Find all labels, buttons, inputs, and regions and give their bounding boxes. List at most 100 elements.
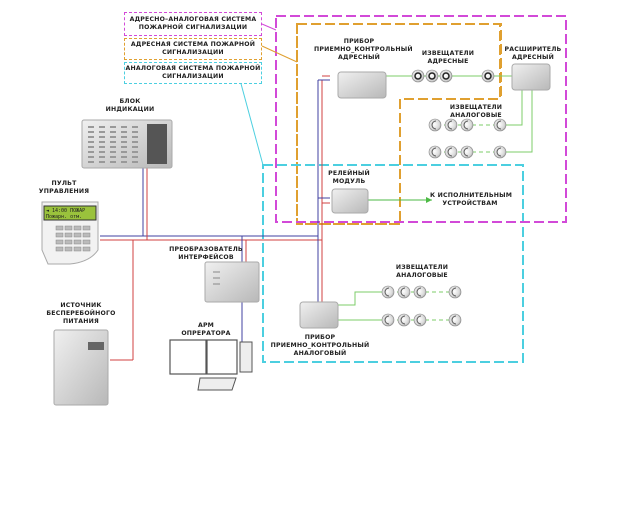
label-line: АНАЛОГОВЫЕ xyxy=(450,112,502,119)
analog-detector-icon xyxy=(448,285,462,299)
control-panel-device: ◄ 14:00 ПОЖАР Пожарн. отм. xyxy=(41,201,99,265)
label-line: БЕСПЕРЕБОЙНОГО xyxy=(46,310,116,317)
label-line: ИЗВЕЩАТЕЛИ xyxy=(421,50,475,57)
label-line: ИНТЕРФЕЙСОВ xyxy=(178,254,234,261)
indicator-led xyxy=(88,151,94,153)
operator-workstation-device xyxy=(169,339,253,391)
control-panel-display-line1: ◄ 14:00 ПОЖАР xyxy=(46,208,85,214)
keypad-key xyxy=(64,239,73,245)
control-panel-display-line2: Пожарн. отм. xyxy=(46,214,82,220)
analog-region xyxy=(262,164,524,363)
indicator-led xyxy=(132,151,138,153)
analog-detector-icon xyxy=(397,285,411,299)
keypad-key xyxy=(82,232,91,238)
indicator-led xyxy=(88,146,94,148)
label-line: АДРЕСНЫЙ xyxy=(338,54,380,61)
label-line: К ИСПОЛНИТЕЛЬНЫМ xyxy=(430,192,513,199)
label-line: ПИТАНИЯ xyxy=(63,318,99,325)
addressable-detector-icon xyxy=(411,69,425,83)
label-indication-block: БЛОК ИНДИКАЦИИ xyxy=(100,98,160,114)
label-to-actuators: К ИСПОЛНИТЕЛЬНЫМ УСТРОЙСТВАМ xyxy=(430,192,513,208)
indication-block-device xyxy=(81,119,173,169)
legend-addressable-analog-line2: ПОЖАРНОЙ СИГНАЛИЗАЦИИ xyxy=(138,24,248,31)
indicator-led xyxy=(132,141,138,143)
label-line: АДРЕСНЫЙ xyxy=(512,54,554,61)
label-line: АРМ xyxy=(197,322,215,329)
analog-detector-icon xyxy=(381,313,395,327)
indicator-led xyxy=(132,156,138,158)
label-addressable-expander: РАСШИРИТЕЛЬ АДРЕСНЫЙ xyxy=(503,46,563,62)
indicator-led xyxy=(88,161,94,163)
ups-device xyxy=(53,329,109,406)
relay-module-device xyxy=(331,188,369,214)
label-line: ИНДИКАЦИИ xyxy=(105,106,155,113)
analog-detector-icon xyxy=(428,145,442,159)
addressable-detector-icon xyxy=(439,69,453,83)
label-line: ОПРЕРАТОРА xyxy=(181,330,231,337)
label-line: РЕЛЕЙНЫЙ xyxy=(328,170,370,177)
label-line: УСТРОЙСТВАМ xyxy=(442,200,498,207)
indicator-led xyxy=(99,136,105,138)
indicator-led xyxy=(132,136,138,138)
indicator-led xyxy=(99,146,105,148)
indicator-led xyxy=(110,161,116,163)
label-analog-detectors-top: ИЗВЕЩАТЕЛИ АНАЛОГОВЫЕ xyxy=(446,104,506,120)
analog-detector-icon xyxy=(493,118,507,132)
indicator-led xyxy=(121,136,127,138)
indicator-led xyxy=(88,131,94,133)
indicator-led xyxy=(121,156,127,158)
indicator-led xyxy=(99,126,105,128)
addressable-analog-region-top xyxy=(275,15,567,223)
indicator-led xyxy=(121,151,127,153)
label-analog-panel: ПРИБОР ПРИЕМНО_КОНТРОЛЬНЫЙ АНАЛОГОВЫЙ xyxy=(270,334,370,358)
legend-addressable-analog-line1: АДРЕСНО–АНАЛОГОВАЯ СИСТЕМА xyxy=(129,16,257,23)
wiring xyxy=(100,75,330,361)
addressable-expander-device xyxy=(511,63,551,91)
label-line: ИСТОЧНИК xyxy=(60,302,102,309)
keypad-key xyxy=(73,225,82,231)
analog-detector-icon xyxy=(381,285,395,299)
label-addressable-panel: ПРИБОР ПРИЕМНО_КОНТРОЛЬНЫЙ АДРЕСНЫЙ xyxy=(314,38,413,62)
label-line: ПРИЕМНО_КОНТРОЛЬНЫЙ xyxy=(314,46,413,53)
keypad-key xyxy=(55,246,64,252)
indicator-led xyxy=(110,126,116,128)
keypad-key xyxy=(82,225,91,231)
analog-detector-icon xyxy=(413,285,427,299)
indicator-led xyxy=(88,156,94,158)
indicator-led xyxy=(88,136,94,138)
label-line: АНАЛОГОВЫЙ xyxy=(293,350,347,357)
analog-detector-icon xyxy=(413,313,427,327)
indicator-led xyxy=(110,131,116,133)
indicator-led xyxy=(110,136,116,138)
legend-addressable-line1: АДРЕСНАЯ СИСТЕМА ПОЖАРНОЙ xyxy=(130,41,256,48)
keypad-key xyxy=(64,232,73,238)
label-interface-converter: ПРЕОБРАЗОВАТЕЛЬ ИНТЕРФЕЙСОВ xyxy=(168,246,244,262)
indicator-led xyxy=(110,151,116,153)
indicator-led xyxy=(99,161,105,163)
legend-analog-line2: СИГНАЛИЗАЦИИ xyxy=(162,73,224,80)
legend-addressable-analog: АДРЕСНО–АНАЛОГОВАЯ СИСТЕМА ПОЖАРНОЙ СИГН… xyxy=(124,12,262,36)
indicator-led xyxy=(132,126,138,128)
label-line: РАСШИРИТЕЛЬ xyxy=(504,46,562,53)
legend-connector-cyan xyxy=(239,79,264,166)
label-line: БЛОК xyxy=(119,98,141,105)
indicator-led xyxy=(110,156,116,158)
indicator-led xyxy=(110,146,116,148)
indicator-led xyxy=(121,141,127,143)
indicator-led xyxy=(88,141,94,143)
indicator-led xyxy=(121,126,127,128)
legend-connector-magenta xyxy=(261,23,277,31)
legend-addressable: АДРЕСНАЯ СИСТЕМА ПОЖАРНОЙ СИГНАЛИЗАЦИИ xyxy=(124,38,262,60)
label-line: ПУЛЬТ xyxy=(51,180,77,187)
label-ups: ИСТОЧНИК БЕСПЕРЕБОЙНОГО ПИТАНИЯ xyxy=(44,302,118,326)
label-line: ПРИЕМНО_КОНТРОЛЬНЫЙ xyxy=(270,342,370,349)
indicator-led xyxy=(88,126,94,128)
indicator-led xyxy=(110,141,116,143)
legend-connector-orange xyxy=(261,45,298,63)
indicator-led xyxy=(99,156,105,158)
keypad-key xyxy=(82,246,91,252)
label-line: АДРЕСНЫЕ xyxy=(427,58,469,65)
indicator-led xyxy=(99,141,105,143)
analog-detector-icon xyxy=(448,313,462,327)
indicator-led xyxy=(99,131,105,133)
